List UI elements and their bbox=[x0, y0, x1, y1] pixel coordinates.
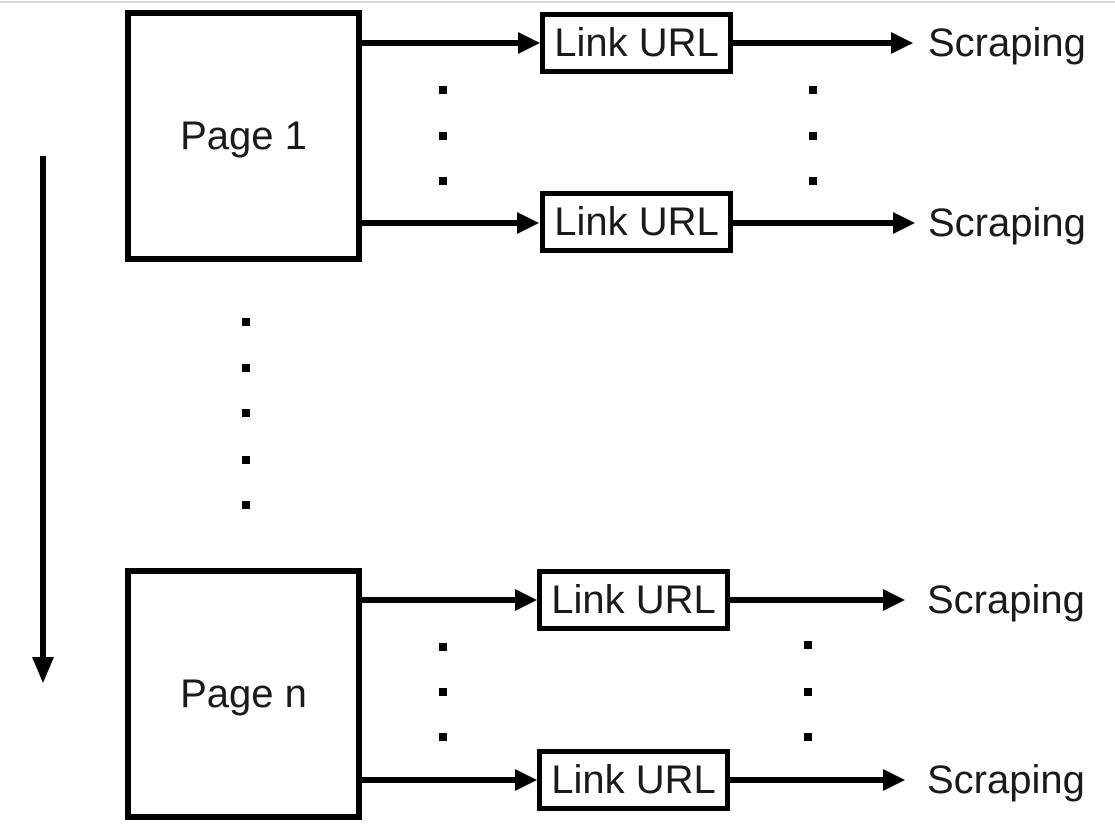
ellipsis-dot bbox=[439, 132, 447, 140]
link-url-node-1: Link URL bbox=[540, 12, 733, 74]
pagen-to-link4-arrow bbox=[362, 777, 515, 783]
ellipsis-dot bbox=[439, 177, 447, 185]
pagen-to-link3-arrow bbox=[362, 597, 515, 603]
ellipsis-dot bbox=[242, 501, 250, 509]
ellipsis-dot bbox=[804, 733, 812, 741]
page1-to-link2-arrow bbox=[362, 220, 517, 226]
scraping-label-3: Scraping bbox=[927, 578, 1085, 622]
ellipsis-dot bbox=[809, 177, 817, 185]
ellipsis-dot bbox=[804, 688, 812, 696]
scraping-label-2: Scraping bbox=[928, 201, 1086, 245]
link-url-node-4: Link URL bbox=[537, 749, 730, 811]
ellipsis-dot bbox=[439, 643, 447, 651]
link2-to-scraping-arrow bbox=[732, 220, 893, 226]
pagination-down-arrow bbox=[40, 156, 46, 657]
ellipsis-dot bbox=[809, 86, 817, 94]
ellipsis-dot bbox=[439, 688, 447, 696]
link-url-node-2: Link URL bbox=[540, 191, 733, 253]
page-n-node: Page n bbox=[125, 568, 362, 820]
page-1-label: Page 1 bbox=[180, 113, 307, 158]
link4-to-scraping-arrow bbox=[730, 777, 883, 783]
link3-to-scraping-arrow bbox=[730, 597, 883, 603]
scraping-label-1: Scraping bbox=[928, 21, 1086, 65]
ellipsis-dot bbox=[242, 456, 250, 464]
page1-to-link1-arrow bbox=[362, 40, 518, 46]
ellipsis-dot bbox=[242, 409, 250, 417]
ellipsis-dot bbox=[439, 733, 447, 741]
ellipsis-dot bbox=[242, 318, 250, 326]
link-url-node-3: Link URL bbox=[537, 569, 730, 631]
link-url-label-1: Link URL bbox=[554, 20, 719, 65]
ellipsis-dot bbox=[809, 132, 817, 140]
page-n-label: Page n bbox=[180, 671, 307, 716]
page-1-node: Page 1 bbox=[125, 10, 362, 262]
top-border-line bbox=[0, 1, 1115, 3]
scraping-label-4: Scraping bbox=[927, 758, 1085, 802]
ellipsis-dot bbox=[804, 641, 812, 649]
ellipsis-dot bbox=[242, 364, 250, 372]
link1-to-scraping-arrow bbox=[732, 40, 891, 46]
ellipsis-dot bbox=[439, 86, 447, 94]
link-url-label-4: Link URL bbox=[551, 757, 716, 802]
link-url-label-2: Link URL bbox=[554, 199, 719, 244]
link-url-label-3: Link URL bbox=[551, 577, 716, 622]
